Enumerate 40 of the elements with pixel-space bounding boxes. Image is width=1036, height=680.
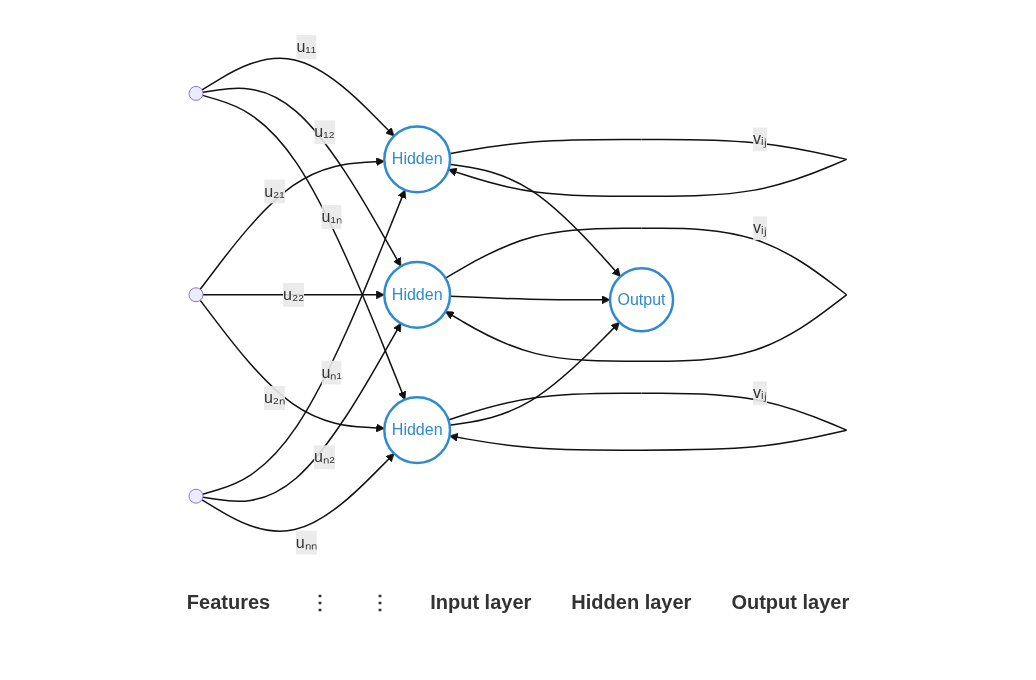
node-circle: Hidden bbox=[383, 260, 452, 330]
arrow bbox=[448, 138, 848, 198]
arrow bbox=[202, 189, 407, 496]
edge-label: vᵢⱼ bbox=[753, 219, 767, 237]
edge-label: u₁₂ bbox=[314, 123, 335, 141]
arrow bbox=[202, 290, 385, 300]
edge-label: vᵢⱼ bbox=[753, 384, 767, 402]
edge-label: u₂₂ bbox=[283, 285, 305, 303]
node-circle bbox=[188, 287, 204, 303]
edge-label: vᵢⱼ bbox=[753, 130, 767, 148]
arrow bbox=[449, 322, 620, 427]
edge-label: uₙₙ bbox=[295, 533, 317, 551]
arrow bbox=[201, 453, 395, 533]
arrow bbox=[444, 227, 848, 363]
ellipsis-mark: ⋮ bbox=[370, 590, 391, 614]
edge-label: u₂₁ bbox=[264, 182, 285, 200]
arrow bbox=[199, 299, 385, 433]
layer-label: Output layer bbox=[731, 590, 850, 614]
arrow bbox=[447, 392, 848, 452]
edge-label: u₁ₙ bbox=[321, 208, 342, 226]
arrow bbox=[202, 94, 407, 401]
arrow bbox=[449, 163, 621, 277]
edge-label: u₂ₙ bbox=[264, 389, 286, 407]
edge-label: uₙ₁ bbox=[321, 363, 342, 381]
node-circle: Output bbox=[608, 267, 675, 333]
node-circle bbox=[188, 488, 204, 504]
node-circle: Hidden bbox=[383, 396, 452, 465]
arrow bbox=[202, 87, 402, 267]
ellipsis-mark: ⋮ bbox=[310, 590, 331, 614]
arrow bbox=[199, 157, 385, 291]
arrow bbox=[202, 323, 402, 503]
arrow bbox=[201, 57, 395, 137]
edge-label: uₙ₂ bbox=[314, 448, 336, 466]
node-circle bbox=[188, 86, 204, 102]
side-label: Features bbox=[186, 590, 271, 614]
layer-label: Input layer bbox=[430, 590, 532, 614]
node-circle: Hidden bbox=[383, 125, 452, 194]
arrow bbox=[449, 295, 611, 305]
edge-label: u₁₁ bbox=[296, 38, 317, 56]
layer-label: Hidden layer bbox=[571, 590, 692, 614]
